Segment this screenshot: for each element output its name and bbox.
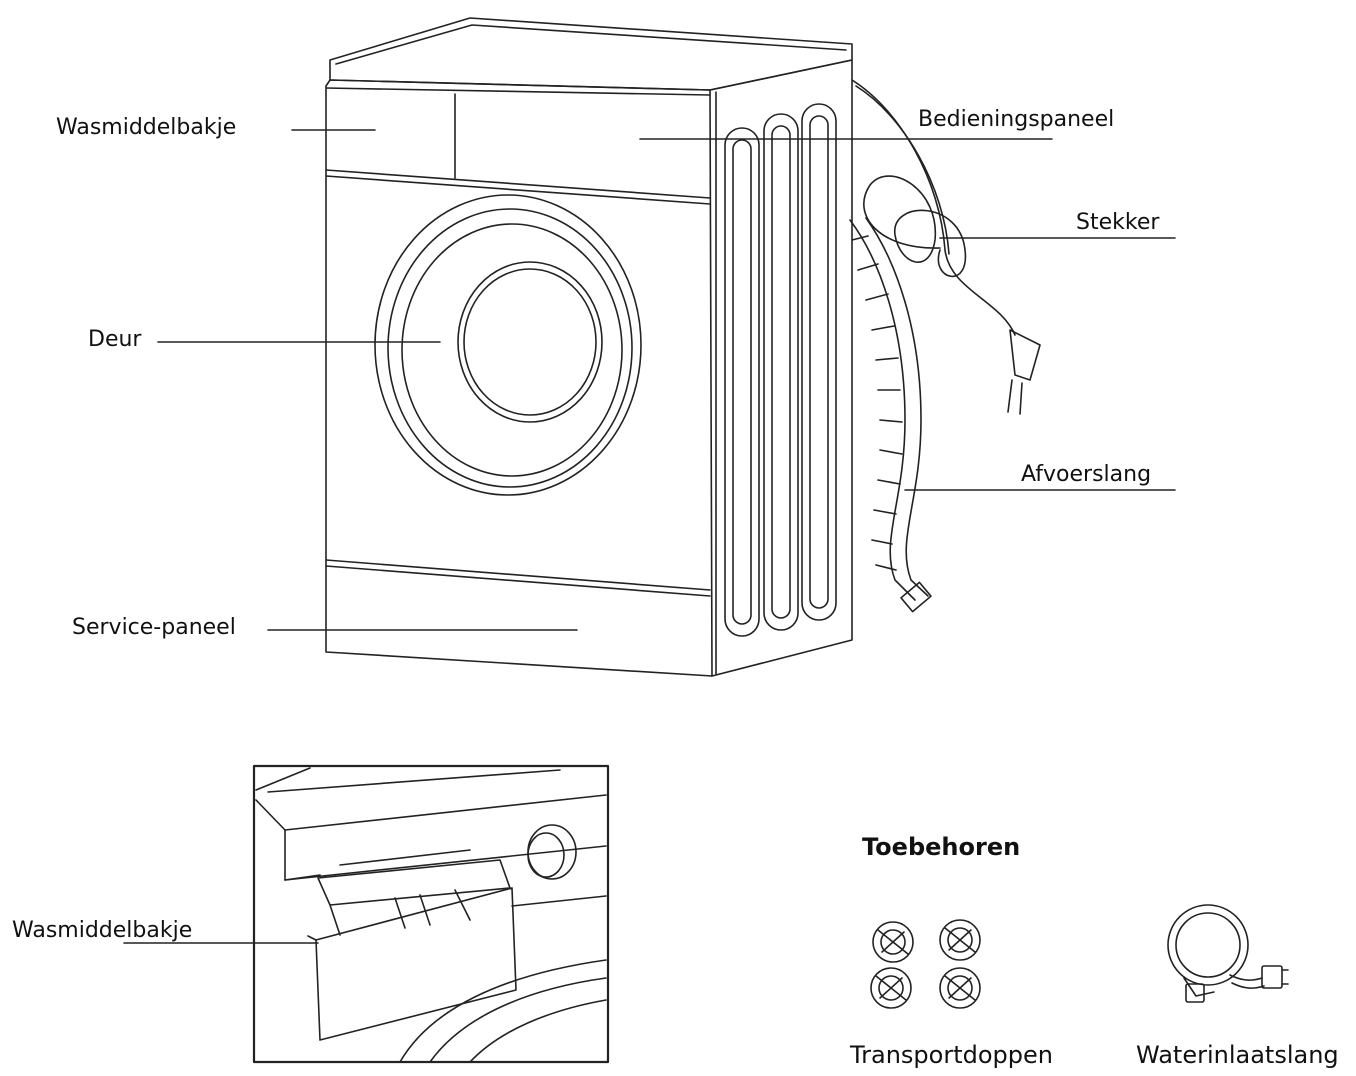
side-rib (801, 103, 837, 621)
label-detergent-drawer: Wasmiddelbakje (56, 115, 237, 140)
side-rib (763, 113, 799, 631)
label-service-panel: Service-paneel (72, 615, 236, 640)
door (374, 194, 642, 496)
drawer-detail-inset (252, 764, 610, 1064)
transport-cap (872, 921, 914, 963)
transport-caps (870, 919, 981, 1009)
label-water-inlet-hose: Waterinlaatslang (1136, 1041, 1339, 1069)
accessories-heading: Toebehoren (862, 833, 1021, 861)
water-inlet-hose (1167, 904, 1289, 1003)
label-door: Deur (88, 327, 142, 352)
label-control-panel: Bedieningspaneel (918, 107, 1115, 132)
transport-cap (939, 919, 981, 961)
side-rib (724, 127, 760, 637)
label-plug: Stekker (1076, 210, 1160, 235)
inset-frame (252, 764, 610, 1064)
machine-side (709, 59, 853, 677)
drain-hose (849, 217, 932, 613)
label-transport-caps: Transportdoppen (850, 1041, 1053, 1069)
machine-front (325, 79, 713, 677)
washing-machine (325, 17, 1041, 677)
power-cord (851, 79, 1041, 415)
label-detergent-drawer-detail: Wasmiddelbakje (12, 918, 193, 943)
transport-cap (870, 967, 912, 1009)
label-drain-hose: Afvoerslang (1021, 462, 1152, 487)
machine-top (329, 17, 853, 91)
transport-cap (939, 967, 981, 1009)
leader-lines (123, 129, 1176, 944)
drawer-front (315, 887, 517, 1041)
